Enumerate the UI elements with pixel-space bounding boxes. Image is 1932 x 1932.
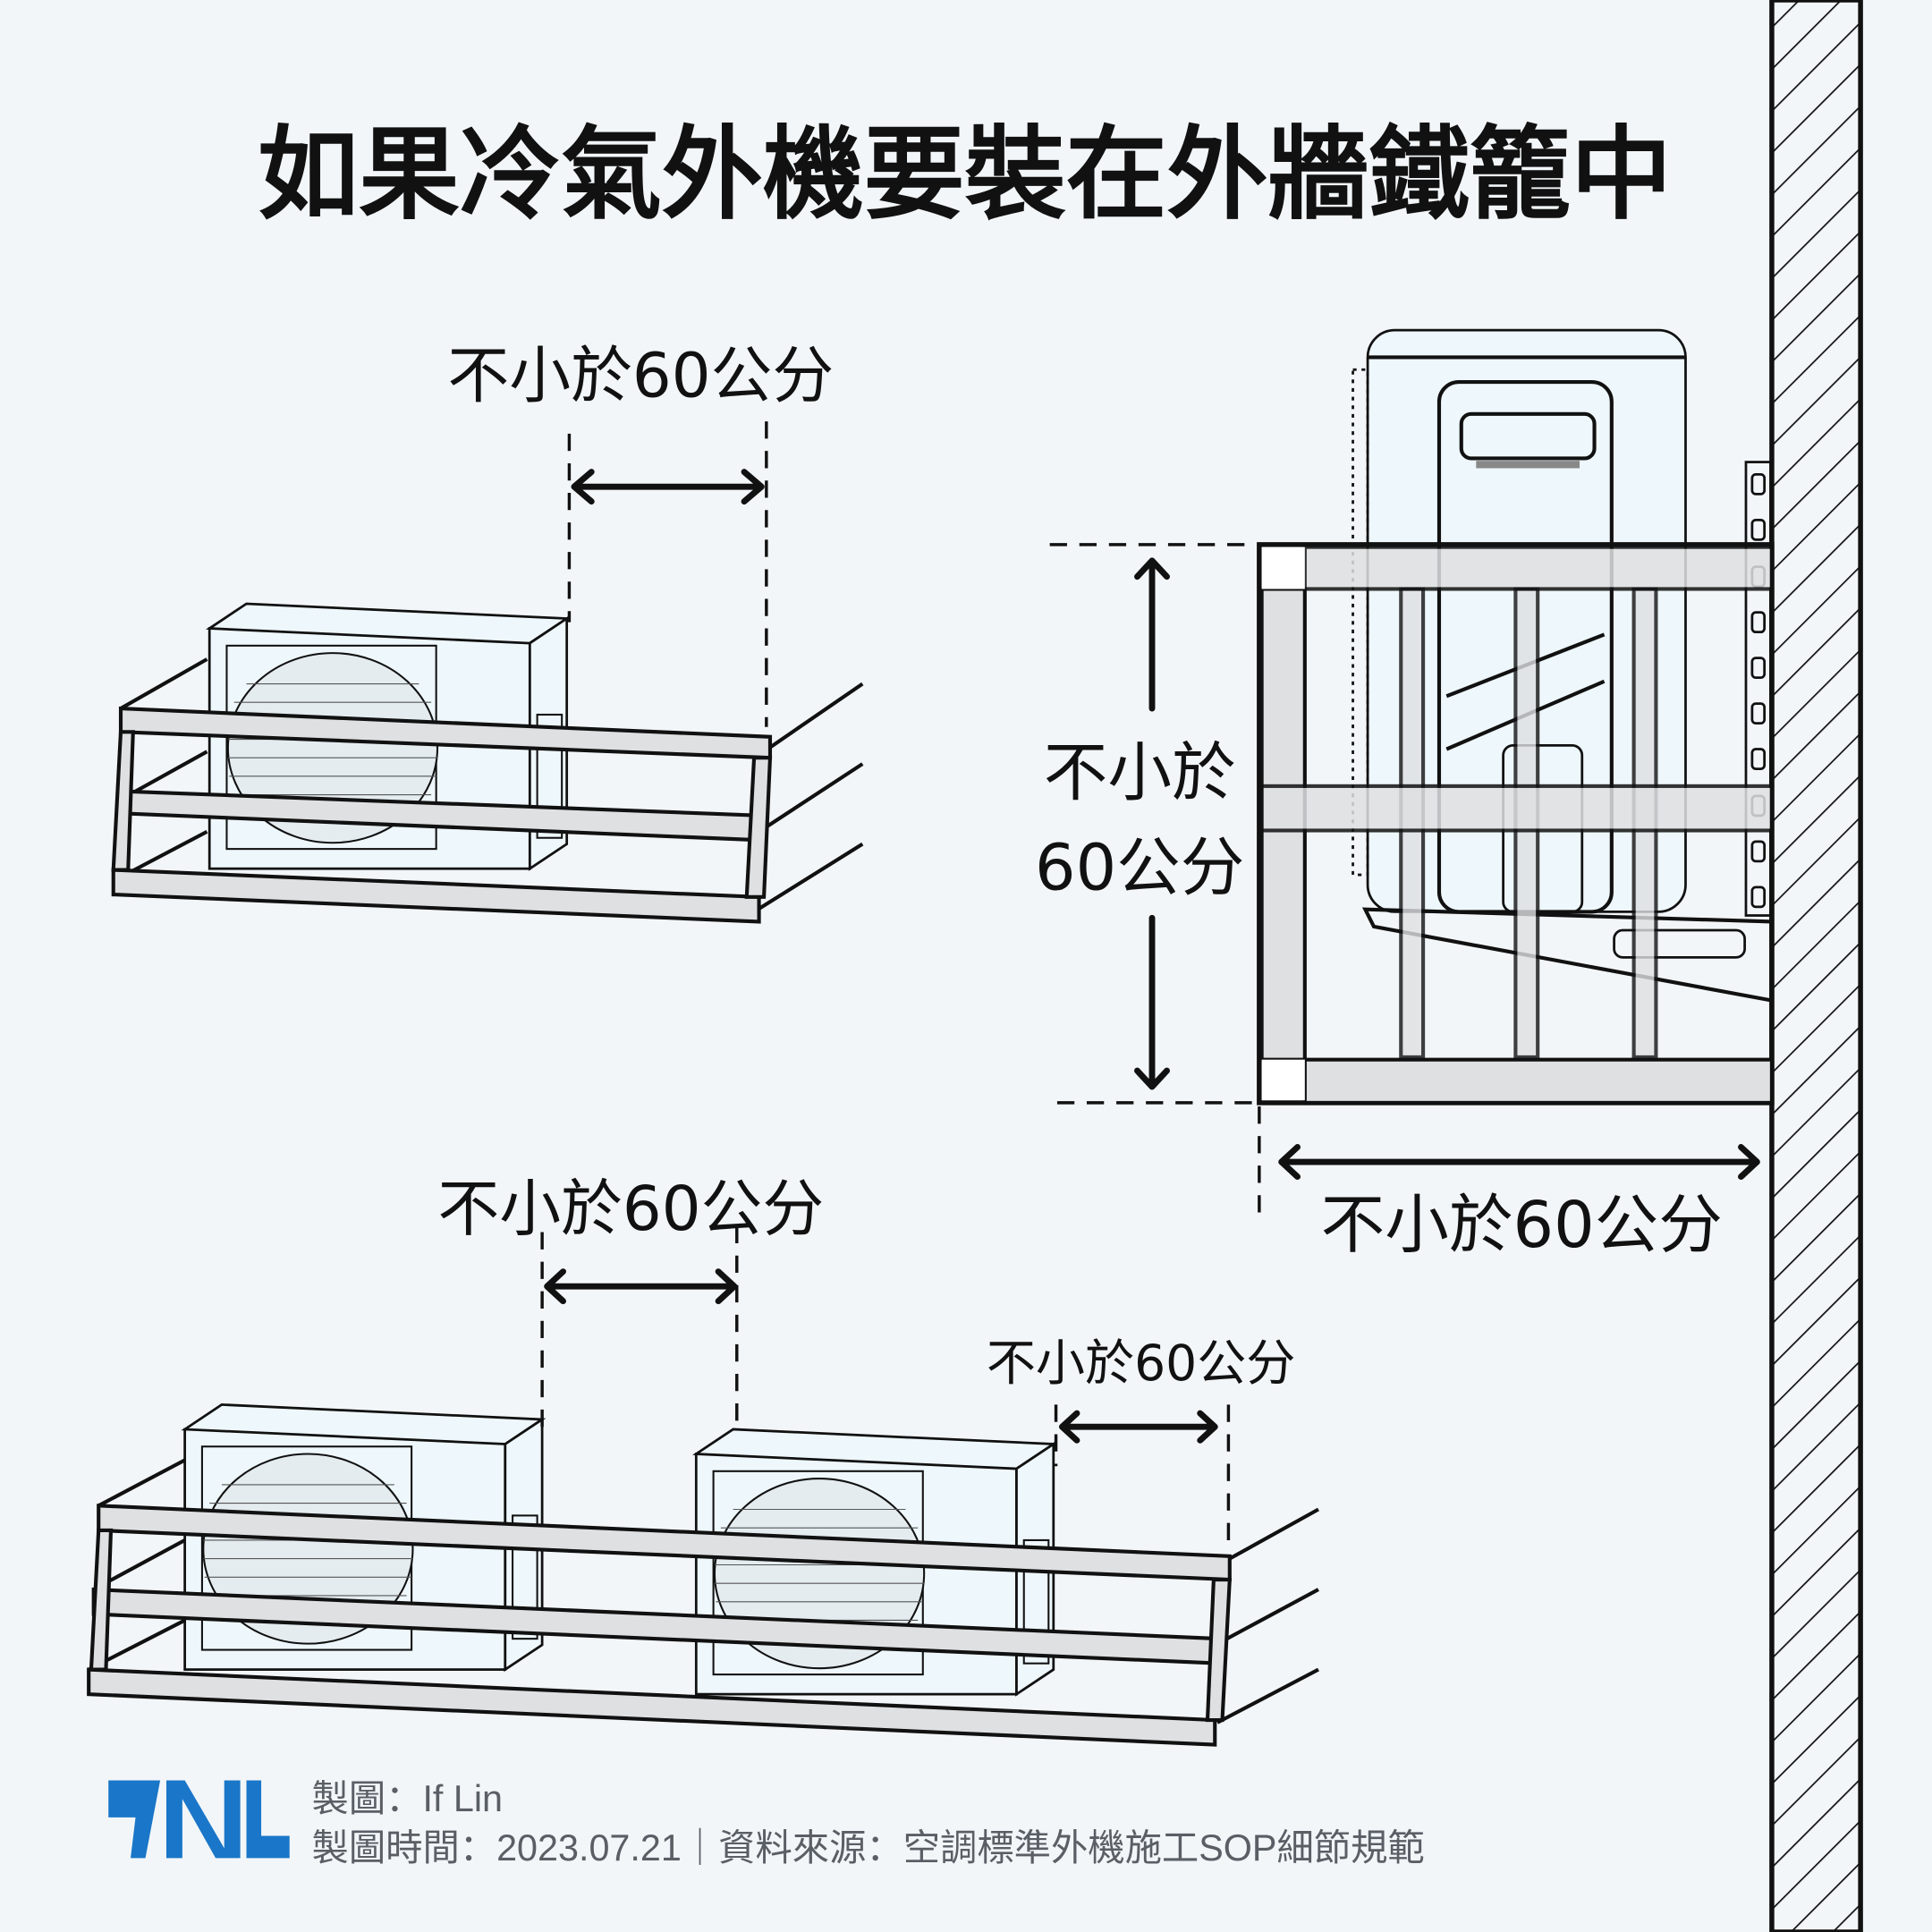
gap-label-side: 不小於60公分: [987, 1335, 1296, 1392]
source-text: 製圖時間：2023.07.21｜資料來源：空調標準外機施工SOP細節規範: [312, 1827, 1425, 1868]
credit-text: 製圖：If Lin: [312, 1778, 504, 1819]
page-title: 如果冷氣外機要裝在外牆鐵籠中: [258, 115, 1672, 233]
wall-cage-side-view: 不小於 60公分 不小於60公分: [1035, 328, 1775, 1262]
wall: [1769, 0, 1863, 1932]
double-unit-cage: 不小於60公分 不小於60公分: [87, 1174, 1319, 1747]
gap-label-between: 不小於60公分: [437, 1174, 824, 1245]
height-label-line2: 60公分: [1035, 831, 1244, 905]
depth-label: 不小於60公分: [1321, 1188, 1723, 1262]
height-label-line1: 不小於: [1044, 736, 1236, 810]
gap-label-top: 不小於60公分: [447, 341, 834, 412]
single-unit-cage: 不小於60公分: [111, 341, 864, 924]
tnl-logo: [108, 1780, 290, 1859]
